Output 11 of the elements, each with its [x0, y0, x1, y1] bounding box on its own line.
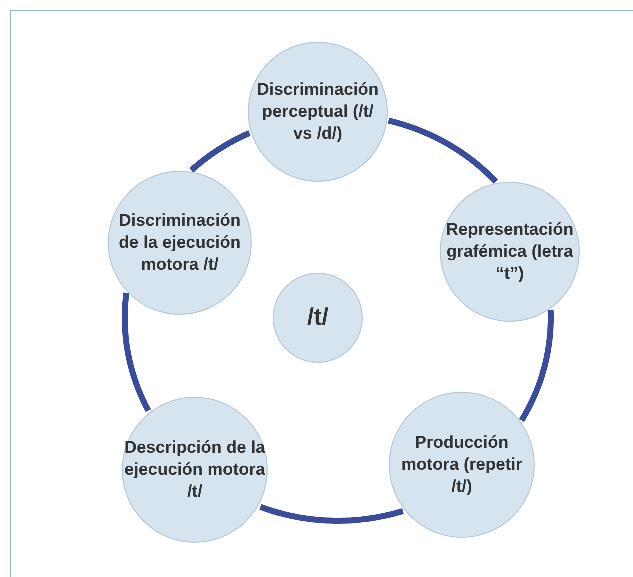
node-label: Descripción de la ejecución motora /t/: [124, 436, 266, 504]
node-label: /t/: [307, 303, 329, 334]
node-label: Representación grafémica (letra “t”): [445, 218, 575, 286]
node-label: Producción motora (repetir /t/): [400, 432, 524, 498]
connector-line: [259, 504, 405, 524]
node-label: Discriminación perceptual (/t/ vs /d/): [256, 78, 380, 146]
connector-line: [387, 118, 498, 184]
connector-line: [519, 308, 554, 422]
connector-line: [122, 291, 152, 413]
connector-line: [189, 130, 252, 173]
node-label: Discriminación de la ejecución motora /t/: [118, 210, 242, 276]
